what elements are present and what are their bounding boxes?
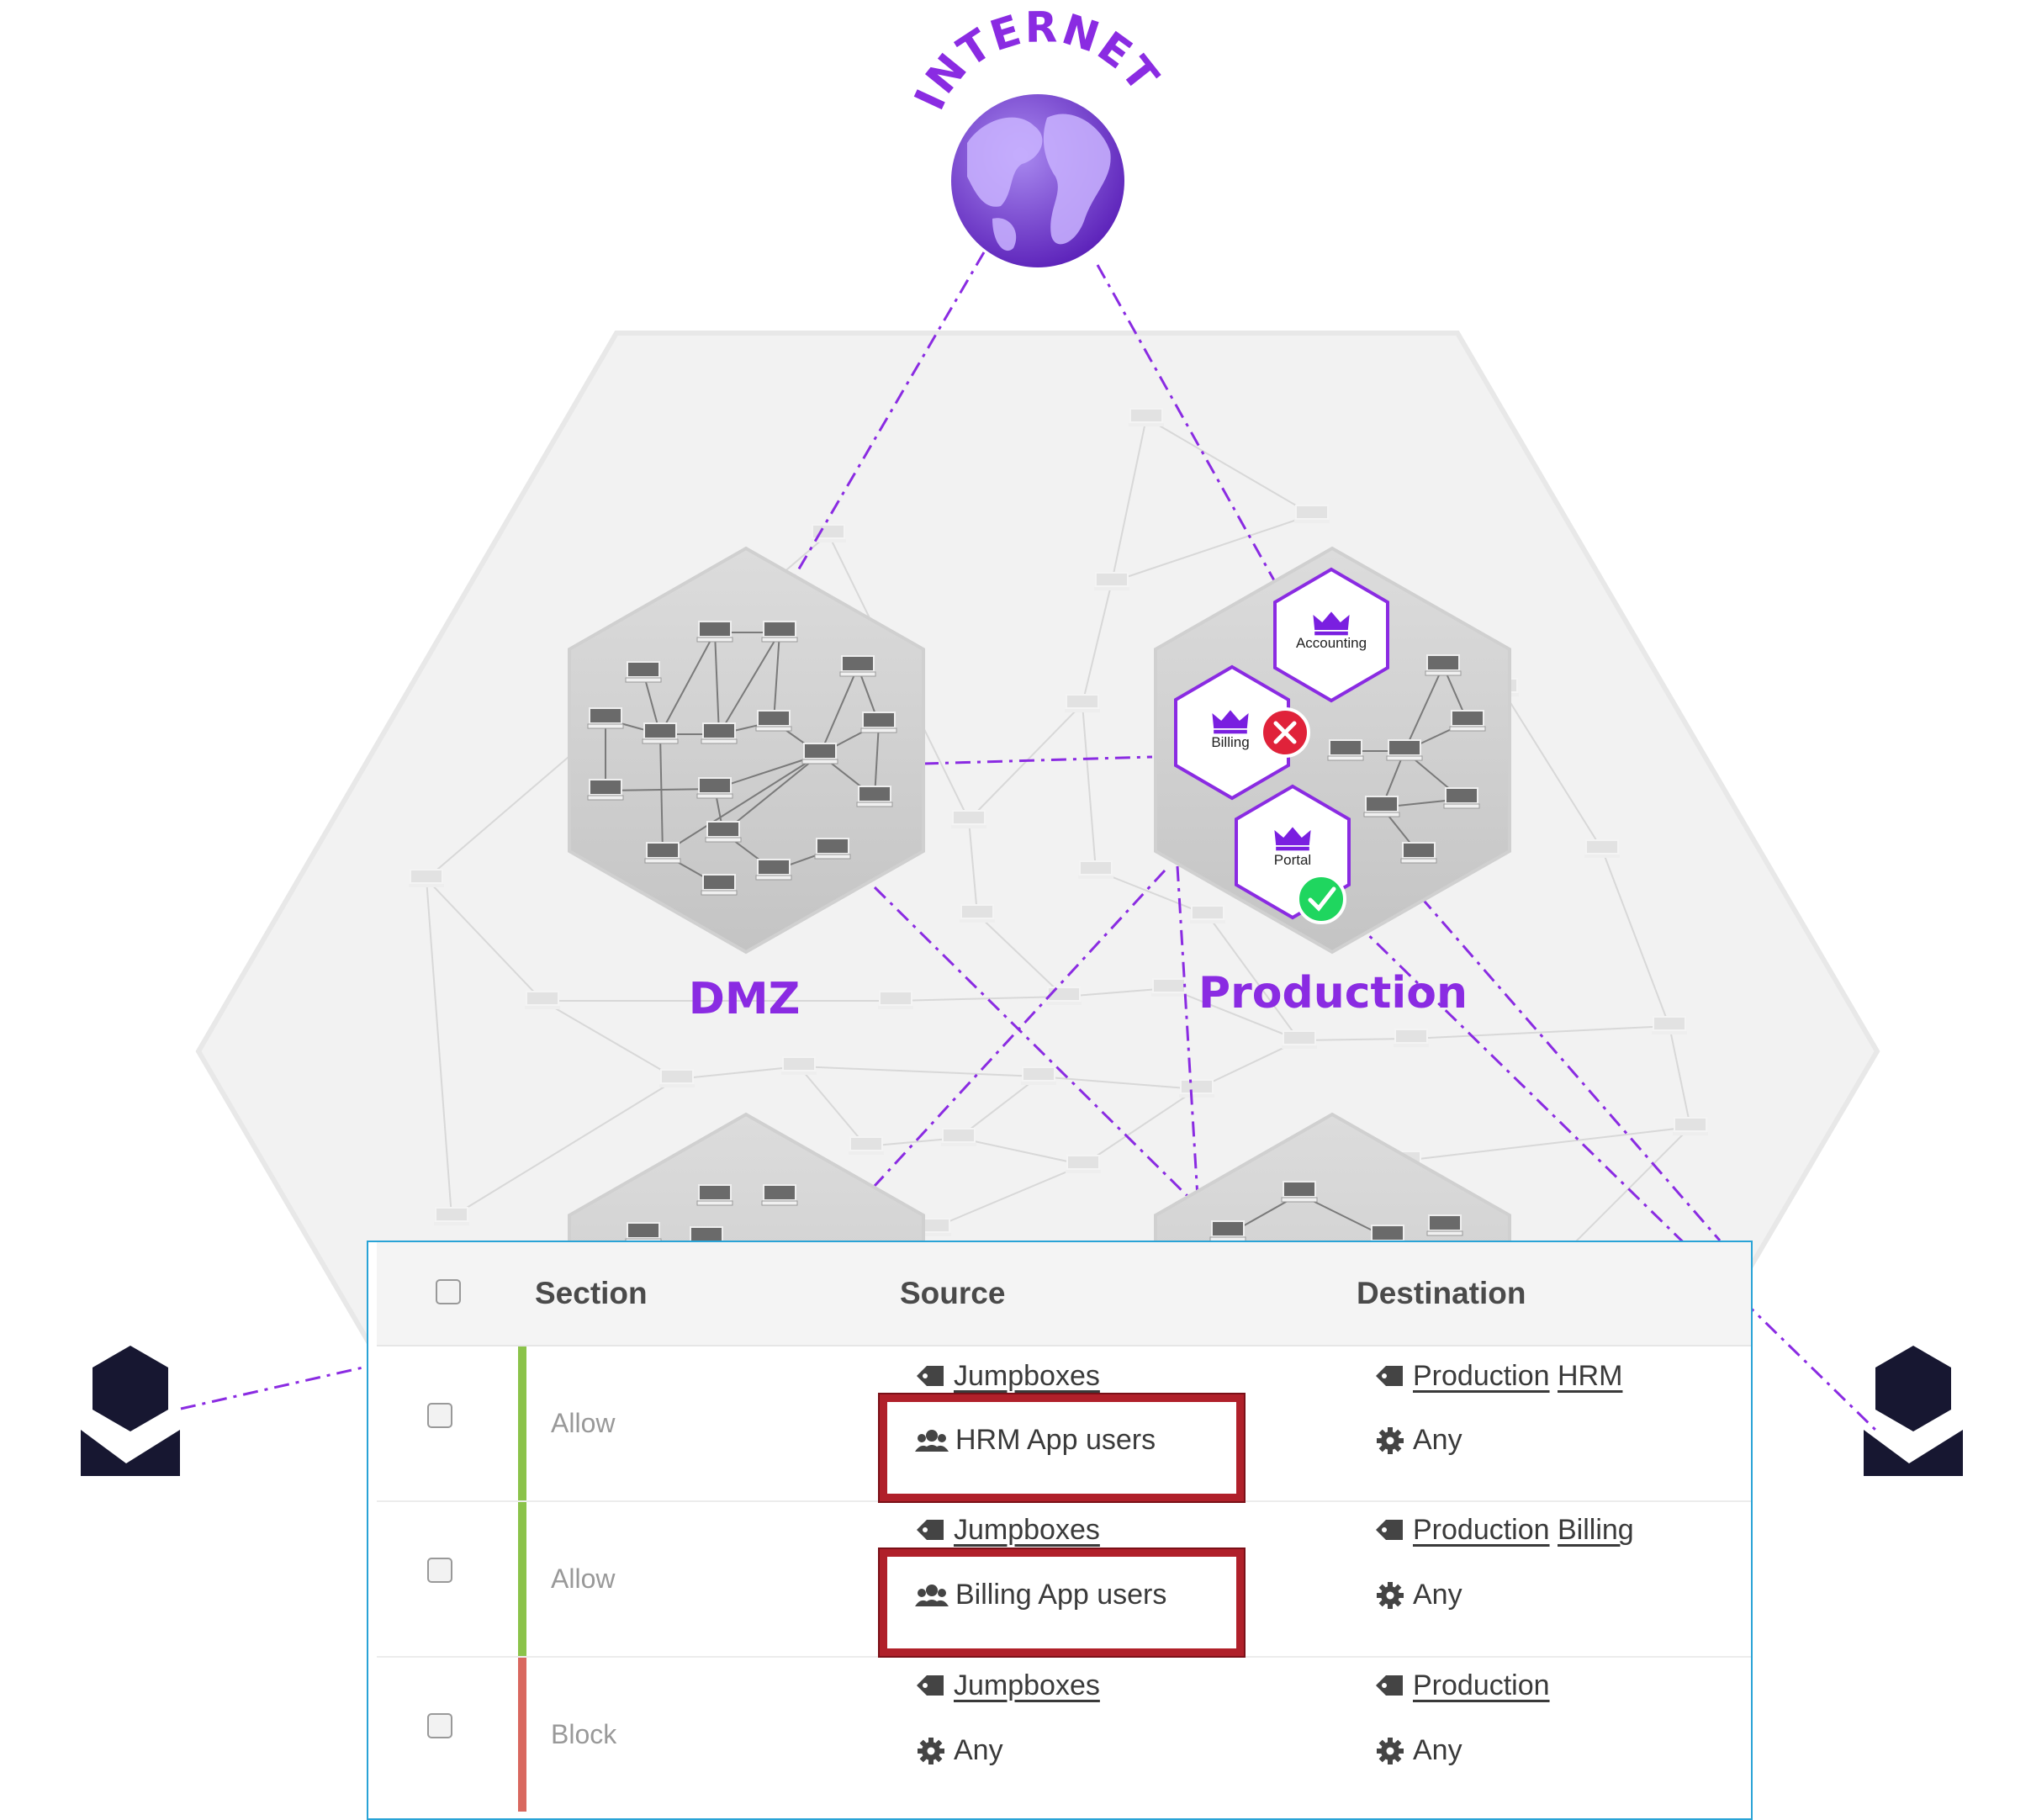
user-left-icon — [81, 1346, 180, 1476]
select-all-checkbox[interactable] — [436, 1279, 461, 1304]
svg-text:Portal: Portal — [1274, 852, 1311, 868]
destination-label-line: Production HRM — [1374, 1360, 1622, 1393]
svg-text:Billing: Billing — [1211, 734, 1249, 750]
highlight-box — [878, 1393, 1246, 1503]
block-status-icon — [1260, 707, 1310, 758]
table-row[interactable]: Block Jumpboxes Any Production Any — [377, 1658, 1751, 1812]
source-label[interactable]: Jumpboxes — [954, 1514, 1100, 1546]
source-any: Any — [954, 1734, 1003, 1766]
app-billing: Billing — [1174, 664, 1290, 801]
app-accounting: Accounting — [1273, 567, 1389, 703]
source-label[interactable]: Jumpboxes — [954, 1669, 1100, 1701]
source-any-line: Any — [915, 1734, 1003, 1767]
user-right-icon — [1864, 1346, 1963, 1476]
destination-label[interactable]: Production — [1413, 1514, 1550, 1546]
destination-any: Any — [1413, 1734, 1462, 1766]
users-icon — [915, 1429, 949, 1452]
destination-label[interactable]: HRM — [1558, 1360, 1623, 1392]
production-label: Production — [1198, 968, 1468, 1018]
tag-icon — [917, 1365, 944, 1386]
source-label[interactable]: Jumpboxes — [954, 1360, 1100, 1392]
row-checkbox[interactable] — [427, 1403, 452, 1428]
dmz-label: DMZ — [689, 974, 801, 1024]
gear-icon — [918, 1737, 944, 1764]
svg-text:Accounting: Accounting — [1296, 635, 1367, 651]
highlight-box — [878, 1548, 1246, 1658]
destination-label-line: Production — [1374, 1669, 1550, 1702]
destination-label[interactable]: Production — [1413, 1669, 1550, 1701]
tag-icon — [917, 1519, 944, 1540]
source-group: Billing App users — [955, 1579, 1167, 1611]
destination-any-line: Any — [1374, 1579, 1462, 1611]
action-label: Allow — [551, 1563, 616, 1594]
destination-label[interactable]: Billing — [1558, 1514, 1634, 1546]
allow-status-icon — [1296, 874, 1346, 924]
destination-label[interactable]: Production — [1413, 1360, 1550, 1392]
action-label: Block — [551, 1719, 617, 1749]
gear-icon — [1377, 1426, 1404, 1454]
header-section: Section — [535, 1276, 648, 1310]
gear-icon — [1377, 1581, 1404, 1609]
action-color-bar — [518, 1346, 526, 1500]
table-row[interactable]: Allow Jumpboxes HRM App users Production… — [377, 1346, 1751, 1503]
source-label-line: Jumpboxes — [915, 1669, 1100, 1702]
source-group-line: Billing App users — [915, 1579, 1166, 1611]
destination-any-line: Any — [1374, 1424, 1462, 1457]
source-group-line: HRM App users — [915, 1424, 1156, 1457]
action-color-bar — [518, 1502, 526, 1656]
tag-icon — [1376, 1519, 1403, 1540]
row-checkbox[interactable] — [427, 1558, 452, 1583]
source-label-line: Jumpboxes — [915, 1514, 1100, 1547]
source-group: HRM App users — [955, 1424, 1156, 1456]
gear-icon — [1377, 1737, 1404, 1764]
header-source: Source — [900, 1276, 1006, 1310]
action-label: Allow — [551, 1408, 616, 1438]
destination-label-line: Production Billing — [1374, 1514, 1634, 1547]
destination-any: Any — [1413, 1579, 1462, 1611]
table-row[interactable]: Allow Jumpboxes Billing App users Produc… — [377, 1502, 1751, 1658]
globe-icon — [951, 94, 1124, 267]
row-checkbox[interactable] — [427, 1713, 452, 1738]
policy-table: Section Source Destination Allow Jumpbox… — [367, 1241, 1753, 1820]
destination-any-line: Any — [1374, 1734, 1462, 1767]
tag-icon — [1376, 1675, 1403, 1696]
table-header: Section Source Destination — [377, 1242, 1751, 1346]
tag-icon — [917, 1675, 944, 1696]
tag-icon — [1376, 1365, 1403, 1386]
users-icon — [915, 1584, 949, 1606]
action-color-bar — [518, 1658, 526, 1812]
header-destination: Destination — [1357, 1276, 1526, 1310]
destination-any: Any — [1413, 1424, 1462, 1456]
source-label-line: Jumpboxes — [915, 1360, 1100, 1393]
dmz-zone — [568, 546, 925, 955]
